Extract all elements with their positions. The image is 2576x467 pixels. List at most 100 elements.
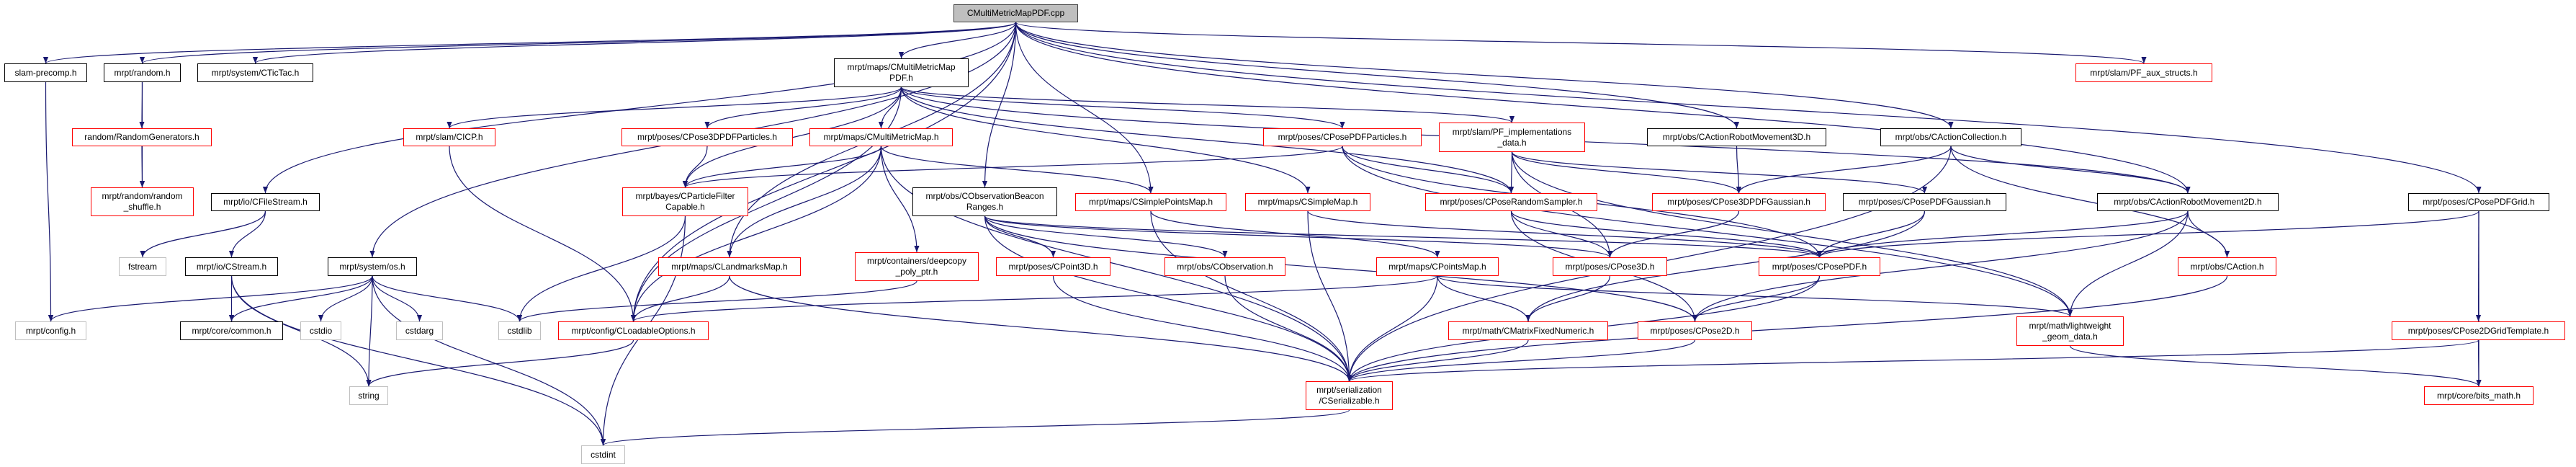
graph-node[interactable]: mrpt/io/CStream.h: [185, 257, 278, 276]
root-node[interactable]: CMultiMetricMapPDF.cpp: [953, 4, 1078, 22]
graph-node[interactable]: mrpt/maps/CMultiMetricMap PDF.h: [834, 58, 969, 87]
graph-node[interactable]: mrpt/core/bits_math.h: [2424, 386, 2534, 405]
edge-csm-to-cser: [1307, 210, 1352, 382]
edge-cmm-to-cpfc: [682, 146, 882, 188]
node-label: mrpt/maps/CMultiMetricMap.h: [823, 132, 939, 142]
graph-node[interactable]: random/RandomGenerators.h: [72, 128, 212, 146]
graph-node[interactable]: mrpt/poses/CPosePDF.h: [1759, 257, 1880, 276]
edge-obr-to-cser: [984, 215, 1352, 382]
node-label: mrpt/poses/CPose3DPDFGaussian.h: [1667, 197, 1810, 207]
graph-node[interactable]: mrpt/random/random _shuffle.h: [91, 187, 194, 216]
edge-crm2d-to-cposepdf: [1817, 210, 2189, 258]
edge-cac-to-crm2d: [1950, 146, 2191, 194]
graph-node[interactable]: mrpt/math/CMatrixFixedNumeric.h: [1448, 321, 1608, 340]
node-label: mrpt/maps/CPointsMap.h: [1388, 261, 1486, 272]
node-label: mrpt/math/lightweight _geom_data.h: [2029, 320, 2111, 342]
node-label: mrpt/slam/CICP.h: [416, 132, 483, 142]
node-label: random/RandomGenerators.h: [84, 132, 199, 142]
edge-cpointsmap-to-lwgd: [1437, 275, 2073, 317]
graph-node[interactable]: mrpt/poses/CPose2D.h: [1638, 321, 1752, 340]
node-label: CMultiMetricMapPDF.cpp: [966, 8, 1065, 18]
graph-node[interactable]: mrpt/obs/CObservationBeacon Ranges.h: [912, 187, 1057, 216]
graph-node[interactable]: mrpt/system/os.h: [328, 257, 417, 276]
edge-cpp-to-cpgrid: [1015, 22, 2482, 194]
graph-node[interactable]: mrpt/poses/CPose3DPDFParticles.h: [621, 128, 793, 146]
graph-node[interactable]: mrpt/bayes/CParticleFilter Capable.h: [622, 187, 748, 216]
graph-node[interactable]: mrpt/config/CLoadableOptions.h: [558, 321, 709, 340]
graph-node[interactable]: mrpt/maps/CPointsMap.h: [1376, 257, 1499, 276]
node-label: mrpt/system/os.h: [339, 261, 405, 272]
node-label: mrpt/poses/CPosePDFGaussian.h: [1858, 197, 1991, 207]
graph-node[interactable]: slam-precomp.h: [4, 63, 87, 82]
graph-node[interactable]: mrpt/obs/CObservation.h: [1164, 257, 1285, 276]
edge-os-to-string: [366, 275, 373, 387]
graph-node[interactable]: mrpt/config.h: [15, 321, 86, 340]
edge-os-to-config: [48, 275, 373, 322]
graph-node[interactable]: mrpt/core/common.h: [180, 321, 283, 340]
edge-mmmpdf-to-cpfc: [682, 86, 902, 188]
graph-node[interactable]: mrpt/io/CFileStream.h: [211, 193, 320, 211]
node-label: mrpt/maps/CLandmarksMap.h: [671, 261, 788, 272]
node-label: mrpt/poses/CPoint3D.h: [1008, 261, 1098, 272]
node-label: mrpt/obs/CActionRobotMovement3D.h: [1662, 132, 1811, 142]
graph-node[interactable]: mrpt/maps/CMultiMetricMap.h: [809, 128, 953, 146]
graph-node[interactable]: mrpt/poses/CPosePDFParticles.h: [1263, 128, 1422, 146]
node-label: mrpt/serialization /CSerializable.h: [1316, 385, 1382, 406]
graph-node[interactable]: mrpt/system/CTicTac.h: [197, 63, 313, 82]
edge-mmmpdf-to-pfimpl: [900, 86, 1514, 123]
edge-cpointsmap-to-cmfn: [1437, 275, 1531, 322]
graph-node[interactable]: mrpt/serialization /CSerializable.h: [1306, 381, 1393, 410]
edge-cmfn-to-cser: [1346, 339, 1529, 382]
graph-node[interactable]: mrpt/slam/PF_implementations _data.h: [1439, 123, 1585, 152]
edge-cposepdfp-to-lwgd: [1342, 146, 2073, 317]
edge-cpp-to-random: [140, 22, 1017, 64]
graph-node[interactable]: mrpt/poses/CPose3DPDFGaussian.h: [1652, 193, 1826, 211]
edge-os-to-cstdarg: [372, 275, 423, 322]
graph-node[interactable]: mrpt/maps/CSimplePointsMap.h: [1075, 193, 1226, 211]
node-label: mrpt/poses/CPose3DPDFParticles.h: [637, 132, 778, 142]
graph-node[interactable]: mrpt/obs/CActionRobotMovement3D.h: [1647, 128, 1826, 146]
graph-node[interactable]: mrpt/poses/CPosePDFGrid.h: [2408, 193, 2549, 211]
edge-cstream-to-cstdint: [230, 275, 606, 446]
graph-node[interactable]: cstdint: [581, 445, 625, 464]
edge-cobs-to-cser: [1224, 275, 1352, 382]
graph-node[interactable]: mrpt/poses/CPosePDFGaussian.h: [1843, 193, 2006, 211]
graph-node[interactable]: mrpt/slam/PF_aux_structs.h: [2075, 63, 2212, 82]
graph-node[interactable]: mrpt/poses/CPose2DGridTemplate.h: [2392, 321, 2565, 340]
edge-mmmpdf-to-cposepdfp: [900, 86, 1345, 129]
edge-cmm-to-clm: [727, 146, 882, 258]
graph-node[interactable]: mrpt/poses/CPose3D.h: [1553, 257, 1667, 276]
edge-cpp-to-cloadable: [630, 22, 1017, 322]
graph-node[interactable]: mrpt/poses/CPoseRandomSampler.h: [1425, 193, 1597, 211]
graph-node[interactable]: cstdlib: [498, 321, 541, 340]
graph-node[interactable]: fstream: [119, 257, 166, 276]
node-label: cstdlib: [507, 325, 532, 336]
node-label: fstream: [127, 261, 157, 272]
edge-clm-to-cser: [729, 275, 1352, 382]
graph-node[interactable]: mrpt/obs/CActionRobotMovement2D.h: [2097, 193, 2279, 211]
edge-crm2d-to-cpose2d: [1692, 210, 2189, 322]
edge-cspm-to-cpointsmap: [1150, 210, 1440, 258]
edge-cprs-to-cpose3d: [1510, 210, 1613, 258]
graph-node[interactable]: mrpt/maps/CLandmarksMap.h: [658, 257, 801, 276]
graph-node[interactable]: mrpt/poses/CPoint3D.h: [996, 257, 1110, 276]
graph-node[interactable]: mrpt/obs/CActionCollection.h: [1880, 128, 2021, 146]
edge-obr-to-cpose2d: [984, 215, 1697, 322]
graph-node[interactable]: string: [349, 386, 388, 405]
graph-node[interactable]: mrpt/obs/CAction.h: [2178, 257, 2276, 276]
graph-node[interactable]: mrpt/slam/CICP.h: [403, 128, 495, 146]
edge-cpoint3d-to-cser: [1052, 275, 1352, 382]
graph-node[interactable]: mrpt/random.h: [104, 63, 181, 82]
graph-node[interactable]: mrpt/containers/deepcopy _poly_ptr.h: [855, 252, 979, 281]
graph-node[interactable]: mrpt/maps/CSimpleMap.h: [1245, 193, 1370, 211]
edge-mmmpdf-to-cprs: [900, 86, 1514, 194]
graph-node[interactable]: cstdarg: [396, 321, 443, 340]
graph-node[interactable]: cstdio: [300, 321, 341, 340]
node-label: string: [358, 390, 380, 401]
edge-clm-to-cloadable: [630, 275, 730, 322]
edge-pfimpl-to-cp3dg: [1511, 151, 1742, 194]
edge-slamprecomp-to-config: [45, 81, 54, 322]
node-label: mrpt/random/random _shuffle.h: [102, 191, 183, 212]
edge-mmmpdf-to-cpose3dpdfp: [704, 86, 902, 129]
graph-node[interactable]: mrpt/math/lightweight _geom_data.h: [2016, 316, 2124, 346]
